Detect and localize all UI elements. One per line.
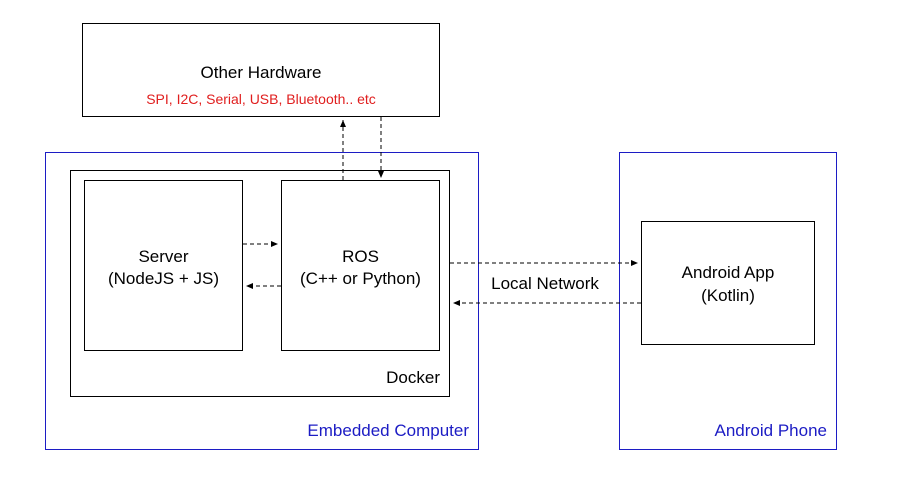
docker-label: Docker [386,368,440,387]
server-title: Server [138,247,189,266]
android-app-box: Android App (Kotlin) [641,221,815,345]
server-box: Server (NodeJS + JS) [84,180,243,351]
android-app-title: Android App [681,263,775,282]
other-hardware-protocols: SPI, I2C, Serial, USB, Bluetooth.. etc [146,91,376,107]
docker-box: Docker [70,170,450,397]
embedded-computer-box: Embedded Computer [45,152,479,450]
server-subtitle: (NodeJS + JS) [107,269,219,288]
ros-subtitle: (C++ or Python) [300,269,421,288]
android-phone-label: Android Phone [714,421,827,440]
android-app-subtitle: (Kotlin) [701,286,755,305]
other-hardware-box: Other Hardware SPI, I2C, Serial, USB, Bl… [82,23,440,117]
other-hardware-title: Other Hardware [200,63,322,82]
local-network-label: Local Network [491,274,599,293]
android-phone-box: Android Phone [619,152,837,450]
embedded-computer-label: Embedded Computer [307,421,469,440]
ros-box: ROS (C++ or Python) [281,180,440,351]
ros-title: ROS [342,247,379,266]
